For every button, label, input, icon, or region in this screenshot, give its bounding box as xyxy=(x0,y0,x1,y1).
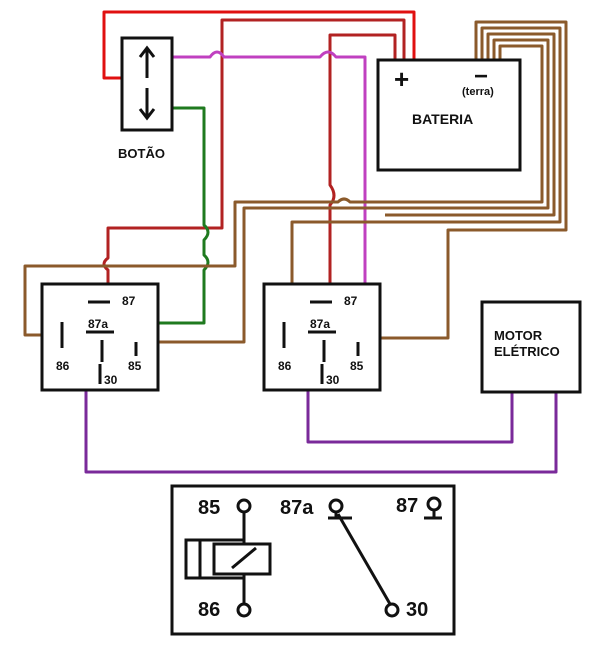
switch-label: BOTÃO xyxy=(118,146,165,161)
battery-plus-terminal: + xyxy=(394,64,409,94)
legend-pin-30: 30 xyxy=(406,599,428,621)
relay-1: 87 87a 86 30 85 xyxy=(40,282,160,392)
legend-pin-85: 85 xyxy=(198,497,220,519)
wire-brown-ground-5 xyxy=(23,44,544,337)
legend-pin-87-terminal xyxy=(426,496,442,512)
wire-darkred-battery-to-relay1-87 xyxy=(102,18,406,290)
relay-2-pin-87: 87 xyxy=(344,294,358,308)
legend-pin-87a: 87a xyxy=(280,497,314,519)
motor-label-line1: MOTOR xyxy=(494,328,543,343)
legend-switch-arm xyxy=(336,513,392,605)
relay-1-pin-87: 87 xyxy=(122,294,136,308)
battery-ground-label: (terra) xyxy=(462,86,494,98)
legend-pin-30-terminal xyxy=(384,602,400,618)
wire-magenta-switch-to-relay2-85 xyxy=(172,50,367,352)
legend-pin-85-terminal xyxy=(236,498,252,514)
wire-purple-relay1-30-to-motor xyxy=(84,378,558,474)
legend-pin-87: 87 xyxy=(396,495,418,517)
legend-pin-87a-terminal xyxy=(328,498,344,514)
wire-red-battery-to-switch xyxy=(102,10,416,80)
wire-darkred-battery-to-relay2-87 xyxy=(328,33,397,290)
relay-1-pin-87a: 87a xyxy=(88,317,108,331)
relay-2: 87 87a 86 30 85 xyxy=(262,282,382,392)
wire-brown-ground-1 xyxy=(348,20,568,340)
relay-2-pin-86: 86 xyxy=(278,359,292,373)
coil-icon xyxy=(184,538,202,580)
relay-1-pin-85: 85 xyxy=(128,359,142,373)
motor: MOTOR ELÉTRICO xyxy=(480,300,582,394)
relay-2-pin-87a: 87a xyxy=(310,317,330,331)
legend-pin-86: 86 xyxy=(198,599,220,621)
legend-pin-86-terminal xyxy=(236,602,252,618)
motor-label-line2: ELÉTRICO xyxy=(494,344,560,359)
relay-2-pin-85: 85 xyxy=(350,359,364,373)
wire-green-switch-to-relay1-85 xyxy=(134,106,210,352)
battery: + − (terra) BATERIA xyxy=(376,58,522,172)
relay-pinout-legend: 85 86 87a 87 30 xyxy=(170,484,456,636)
relay-1-pin-30: 30 xyxy=(104,373,118,387)
switch: BOTÃO xyxy=(118,36,174,161)
battery-label: BATERIA xyxy=(412,111,473,127)
battery-minus-terminal: − xyxy=(474,63,488,90)
relay-1-pin-86: 86 xyxy=(56,359,70,373)
motor-body xyxy=(480,300,582,394)
battery-body xyxy=(376,58,522,172)
wire-brown-ground-3 xyxy=(385,32,556,217)
relay-2-pin-30: 30 xyxy=(326,373,340,387)
wire-brown-ground-4 xyxy=(130,38,550,344)
